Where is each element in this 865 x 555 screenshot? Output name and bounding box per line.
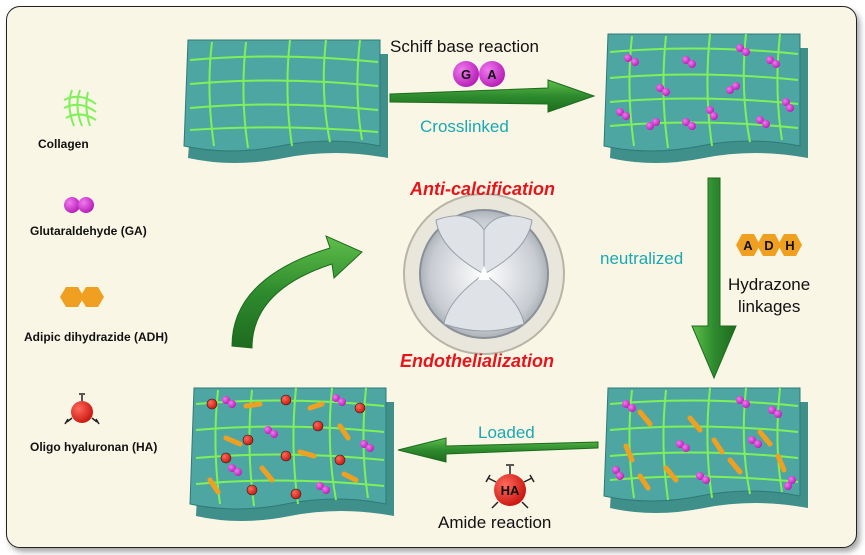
arrow-schiff: [389, 79, 596, 113]
adh-molecule-step: [736, 234, 802, 256]
hydrazone-label: Hydrazone: [728, 275, 811, 294]
ha-molecule-step: [485, 464, 535, 509]
adh-letter-d: D: [764, 238, 774, 253]
arrow-neutralized: [691, 177, 737, 380]
crosslinked-label: Crosslinked: [420, 117, 509, 136]
endothelialization-label: Endothelialization: [400, 351, 555, 371]
ga-letter-g: G: [460, 67, 472, 82]
loaded-label: Loaded: [478, 423, 535, 442]
legend-ha-label: Oligo hyaluronan (HA): [30, 440, 158, 454]
sheet-loaded: [189, 387, 394, 521]
collagen-legend-icon: [63, 89, 97, 127]
amide-reaction-label: Amide reaction: [438, 513, 552, 532]
adh-letter-h: H: [785, 238, 795, 253]
ha-letters: HA: [500, 483, 520, 498]
arrow-curved: [231, 235, 363, 349]
ga-molecule-schiff: [453, 61, 505, 87]
linkages-label: linkages: [738, 297, 801, 316]
adh-legend-icon: [60, 287, 104, 307]
anti-calcification-label: Anti-calcification: [410, 179, 556, 199]
adh-letter-a: A: [743, 238, 753, 253]
heart-valve-image: [403, 193, 565, 355]
neutralized-label: neutralized: [600, 249, 684, 268]
sheet-native: [183, 39, 388, 163]
schiff-base-label: Schiff base reaction: [390, 37, 539, 56]
ga-legend-icon: [64, 197, 94, 213]
legend-adh-label: Adipic dihydrazide (ADH): [24, 330, 169, 344]
sheet-neutralized: [603, 387, 808, 513]
legend-collagen-label: Collagen: [38, 137, 89, 151]
sheet-crosslinked: [603, 33, 808, 163]
ha-legend-icon: [64, 393, 100, 425]
ga-letter-a: A: [487, 67, 497, 82]
legend-ga-label: Glutaraldehyde (GA): [30, 224, 147, 238]
arrow-loaded: [397, 437, 599, 463]
